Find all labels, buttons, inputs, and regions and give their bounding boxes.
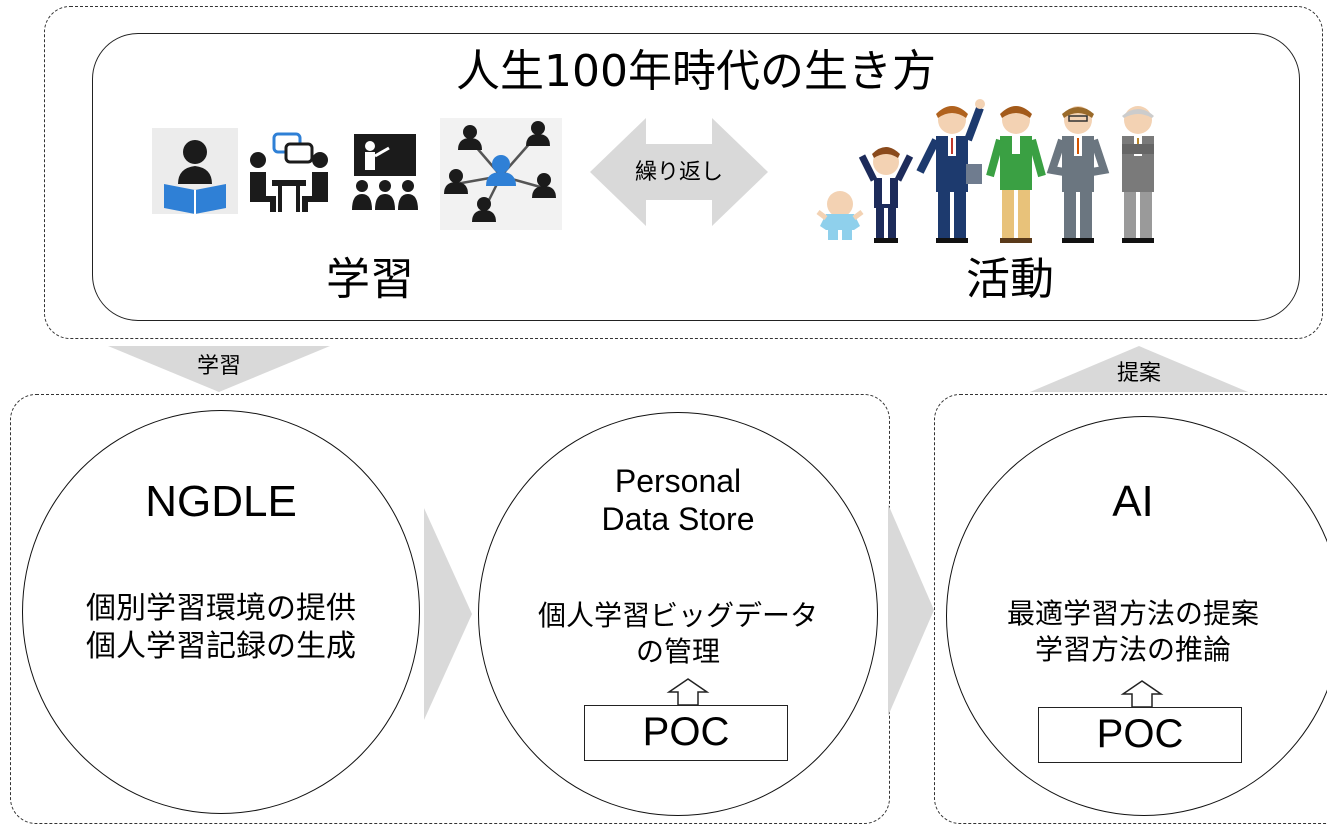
ngdle-desc-line-2: 個人学習記録の生成 <box>86 629 356 664</box>
lecture-icon <box>352 134 418 210</box>
ai-desc-line-2: 学習方法の推論 <box>1034 633 1231 666</box>
ngdle-title: NGDLE <box>145 477 297 526</box>
pds-desc-line-1: 個人学習ビッグデータ <box>537 599 818 632</box>
pds-desc-line-2: の管理 <box>635 635 720 668</box>
ngdle-node <box>22 410 420 814</box>
middle-aged-man-figure <box>1046 106 1110 243</box>
ai-container <box>934 394 1327 824</box>
baby-figure <box>816 191 864 240</box>
learning-down-arrow-label: 学習 <box>196 354 241 379</box>
ai-title: AI <box>1112 477 1154 526</box>
activity-label: 活動 <box>966 254 1054 305</box>
ai-desc-line-1: 最適学習方法の提案 <box>1006 597 1259 630</box>
reading-person-icon <box>152 128 238 214</box>
life-strategy-panel <box>92 33 1300 321</box>
network-icon <box>440 118 562 230</box>
schoolboy-figure <box>858 147 914 243</box>
senior-man-figure <box>1122 106 1154 243</box>
repeat-double-arrow <box>590 118 768 226</box>
flow-arrow-pds-to-ai <box>888 504 934 716</box>
pds-poc-box: POC <box>584 705 788 761</box>
pds-title-line-1: Personal <box>614 463 742 499</box>
ai-poc-up-arrow <box>1120 680 1164 708</box>
proposal-up-arrow-label: 提案 <box>1116 361 1161 386</box>
pds-title-line-2: Data Store <box>601 501 755 537</box>
top-dashed-container <box>44 6 1323 339</box>
green-jacket-man-figure <box>986 106 1046 243</box>
life-stages-figures <box>816 99 1154 243</box>
pds-poc-up-arrow <box>666 678 710 706</box>
learning-down-arrow <box>108 346 330 392</box>
young-man-figure <box>916 99 985 243</box>
ai-poc-box: POC <box>1038 707 1242 763</box>
learning-label: 学習 <box>326 254 414 305</box>
proposal-up-arrow <box>1030 346 1248 392</box>
flow-arrow-ngdle-to-pds <box>424 508 472 720</box>
panel-title: 人生100年時代の生き方 <box>456 46 936 97</box>
repeat-label: 繰り返し <box>634 160 723 185</box>
discussion-icon <box>250 132 328 212</box>
ngdle-desc-line-1: 個別学習環境の提供 <box>86 591 356 626</box>
